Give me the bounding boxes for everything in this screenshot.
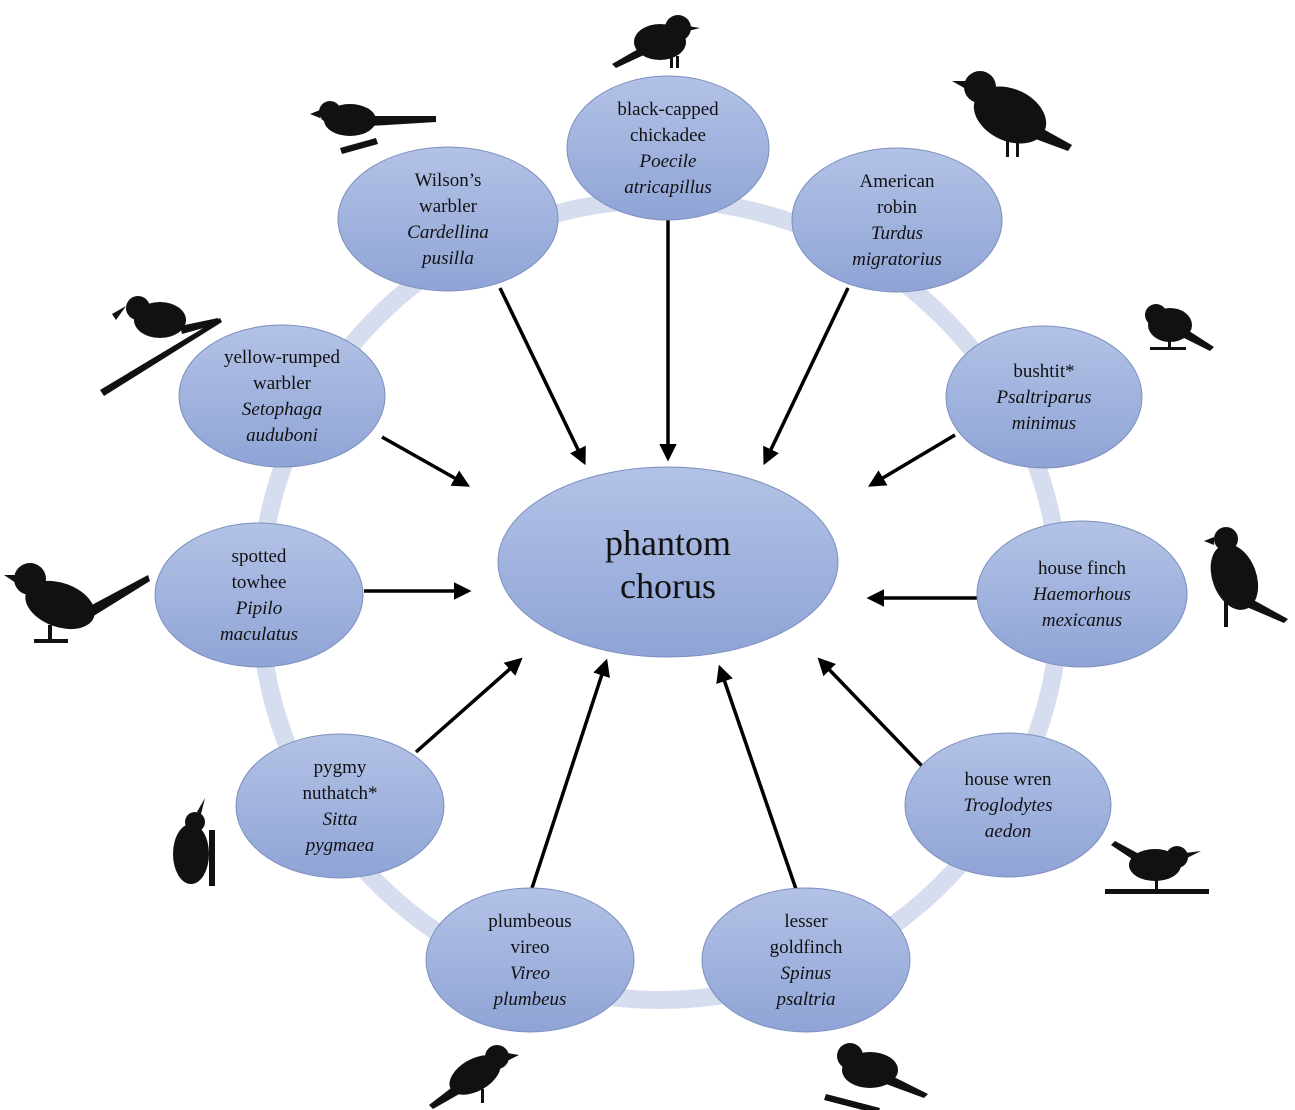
common-name-line: black-capped <box>617 99 719 120</box>
scientific-name-line: psaltria <box>774 989 835 1010</box>
scientific-name-line: Vireo <box>510 963 550 984</box>
arrow-robin <box>763 287 850 466</box>
common-name-line: house finch <box>1038 558 1127 579</box>
common-name-line: lesser <box>784 911 828 932</box>
species-node-ellipse <box>154 522 364 668</box>
common-name-line: plumbeous <box>488 911 571 932</box>
arrow-wilsons-warbler <box>498 287 586 466</box>
species-node-ellipse <box>701 887 911 1033</box>
bushtit-silhouette-icon <box>1145 304 1214 351</box>
scientific-name-line: Psaltriparus <box>995 387 1091 408</box>
species-node-ellipse <box>904 732 1112 878</box>
scientific-name-line: plumbeus <box>492 989 567 1010</box>
arrows <box>364 218 978 893</box>
arrow-nuthatch <box>414 657 523 754</box>
common-name-line: yellow-rumped <box>224 347 341 368</box>
scientific-name-line: maculatus <box>220 624 298 645</box>
scientific-name-line: Haemorhous <box>1032 584 1131 605</box>
species-node-ellipse <box>791 147 1003 293</box>
bird-silhouettes <box>4 15 1288 1110</box>
species-node-ellipse <box>337 146 559 292</box>
scientific-name-line: Setophaga <box>242 399 322 420</box>
common-name-line: nuthatch* <box>303 783 378 804</box>
common-name-line: vireo <box>510 937 549 958</box>
arrow-bushtit <box>867 433 956 487</box>
scientific-name-line: aedon <box>985 821 1031 842</box>
vireo-silhouette-icon <box>429 1045 519 1109</box>
scientific-name-line: pusilla <box>420 248 474 269</box>
common-name-line: house wren <box>964 769 1052 790</box>
robin-silhouette-icon <box>952 71 1072 157</box>
center-label-line2: chorus <box>620 566 716 606</box>
species-node-ellipse <box>178 324 386 468</box>
common-name-line: robin <box>877 197 918 218</box>
scientific-name-line: atricapillus <box>624 177 712 198</box>
scientific-name-line: Cardellina <box>407 222 489 243</box>
common-name-line: pygmy <box>314 757 367 778</box>
species-node-ellipse <box>976 520 1188 668</box>
common-name-line: bushtit* <box>1013 361 1074 382</box>
wilsons-warbler-silhouette-icon <box>310 101 436 154</box>
center-label-line1: phantom <box>605 523 731 563</box>
scientific-name-line: Troglodytes <box>963 795 1052 816</box>
common-name-line: American <box>860 171 935 192</box>
species-node-bushtit: bushtit* Psaltriparus minimus <box>945 325 1143 469</box>
common-name-line: Wilson’s <box>415 170 482 191</box>
yr-warbler-silhouette-icon <box>100 296 222 396</box>
common-name-line: towhee <box>232 572 287 593</box>
center-node: phantom chorus <box>497 466 839 658</box>
arrow-wren <box>817 657 924 768</box>
towhee-silhouette-icon <box>4 563 150 643</box>
scientific-name-line: Poecile <box>639 151 697 172</box>
scientific-name-line: Turdus <box>871 223 923 244</box>
common-name-line: spotted <box>232 546 287 567</box>
species-node-ellipse <box>425 887 635 1033</box>
common-name-line: warbler <box>253 373 312 394</box>
species-node-ellipse <box>235 733 445 879</box>
common-name-line: warbler <box>419 196 478 217</box>
species-node-ellipse <box>945 325 1143 469</box>
scientific-name-line: migratorius <box>852 249 942 270</box>
common-name-line: goldfinch <box>770 937 843 958</box>
scientific-name-line: auduboni <box>246 425 318 446</box>
nuthatch-silhouette-icon <box>173 798 215 886</box>
scientific-name-line: mexicanus <box>1042 610 1122 631</box>
scientific-name-line: pygmaea <box>304 835 375 856</box>
scientific-name-line: Spinus <box>781 963 832 984</box>
scientific-name-line: Sitta <box>323 809 358 830</box>
species-node-ellipse <box>566 75 770 221</box>
arrow-vireo <box>530 658 610 889</box>
species-node-nuthatch: pygmy nuthatch* Sitta pygmaea <box>235 733 445 879</box>
chickadee-silhouette-icon <box>612 15 700 68</box>
house-wren-silhouette-icon <box>1105 841 1209 894</box>
scientific-name-line: Pipilo <box>235 598 282 619</box>
common-name-line: chickadee <box>630 125 706 146</box>
arrow-goldfinch <box>716 664 799 893</box>
goldfinch-silhouette-icon <box>824 1043 928 1110</box>
scientific-name-line: minimus <box>1012 413 1076 434</box>
arrow-yr-warbler <box>381 435 471 487</box>
house-finch-silhouette-icon <box>1204 527 1288 627</box>
